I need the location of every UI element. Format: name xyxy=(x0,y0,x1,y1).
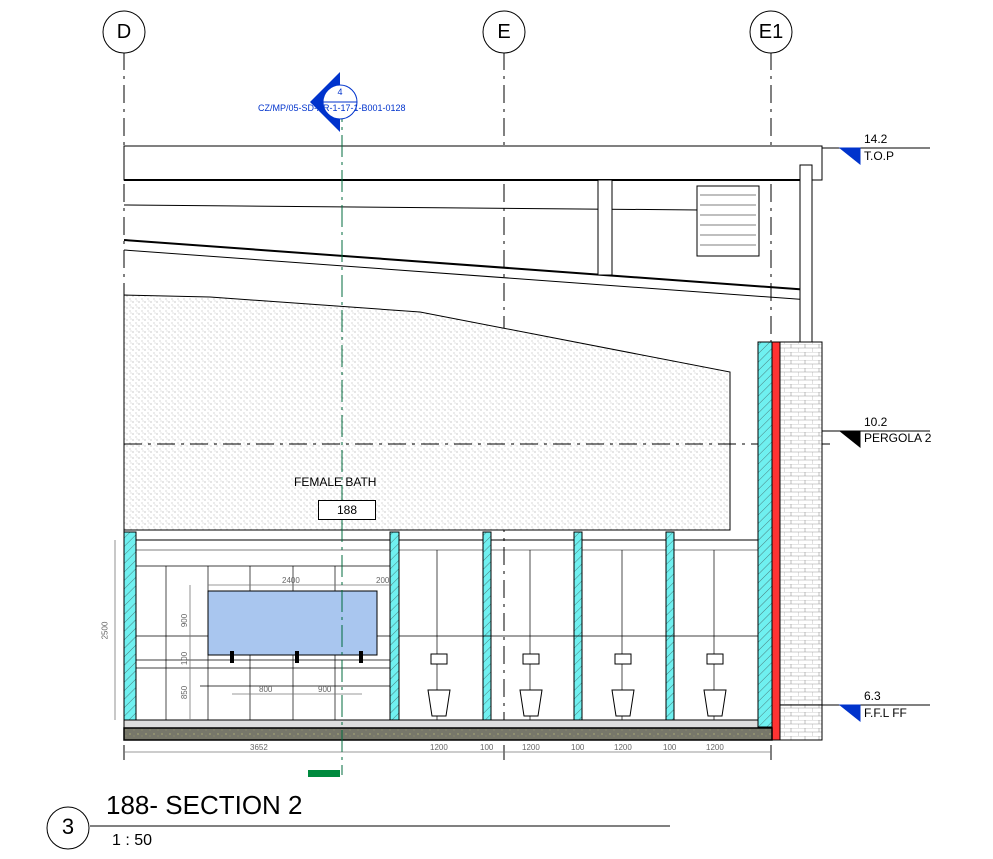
dim-bottom-6: 100 xyxy=(663,743,677,752)
room-name: FEMALE BATH xyxy=(294,475,377,489)
mirror xyxy=(207,590,378,656)
dim-mirror-height: 900 xyxy=(180,613,190,628)
grid-bubble-d[interactable] xyxy=(102,10,146,54)
dim-bottom-4: 100 xyxy=(571,743,585,752)
view-scale: 1 : 50 xyxy=(112,832,153,849)
dim-bottom-5: 1200 xyxy=(614,743,632,752)
dim-bottom-7: 1200 xyxy=(706,743,724,752)
grid-label-e: E xyxy=(497,21,511,43)
ceiling-void xyxy=(123,294,731,531)
grid-bubble-e[interactable] xyxy=(482,10,526,54)
view-title: 188- SECTION 2 xyxy=(106,790,303,820)
section-marker-number: 4 xyxy=(337,87,343,97)
level-elevation-ffl: 6.3 xyxy=(864,689,881,703)
grid-bubble-e1[interactable] xyxy=(749,10,793,54)
room-number-tag[interactable]: 188 xyxy=(318,500,376,520)
brick-wall xyxy=(779,341,823,741)
dim-mirror-gap: 200 xyxy=(376,576,390,585)
dim-total-width: 3652 xyxy=(250,743,268,752)
dim-tap-1: 800 xyxy=(259,685,273,694)
dim-tap-2: 900 xyxy=(318,685,332,694)
level-name-top: T.O.P xyxy=(864,149,895,163)
roof-slab xyxy=(123,145,823,181)
dim-mirror-width: 2400 xyxy=(282,576,300,585)
wall-insulation xyxy=(757,341,773,728)
section-marker[interactable] xyxy=(310,72,358,132)
dim-counter-gap: 100 xyxy=(180,651,190,666)
level-elevation-top: 14.2 xyxy=(864,132,888,146)
section-marker-reference[interactable]: CZ/MP/05-SD-AR-1-17-1-B001-0128 xyxy=(258,103,406,113)
dim-counter-height: 850 xyxy=(180,685,190,700)
grid-label-d: D xyxy=(116,21,132,43)
view-number: 3 xyxy=(61,814,75,839)
fire-wall xyxy=(771,341,781,741)
grid-label-e1: E1 xyxy=(758,21,784,43)
dim-bottom-2: 100 xyxy=(480,743,494,752)
dim-height: 2500 xyxy=(100,621,110,640)
dim-bottom-3: 1200 xyxy=(522,743,540,752)
dim-bottom-1: 1200 xyxy=(430,743,448,752)
level-elevation-pergola: 10.2 xyxy=(864,415,888,429)
view-number-bubble xyxy=(46,806,90,850)
floor-slab xyxy=(123,727,773,741)
urinals xyxy=(427,653,727,717)
level-name-pergola: PERGOLA 2 xyxy=(864,431,932,445)
level-name-ffl: F.F.L FF xyxy=(864,706,907,720)
